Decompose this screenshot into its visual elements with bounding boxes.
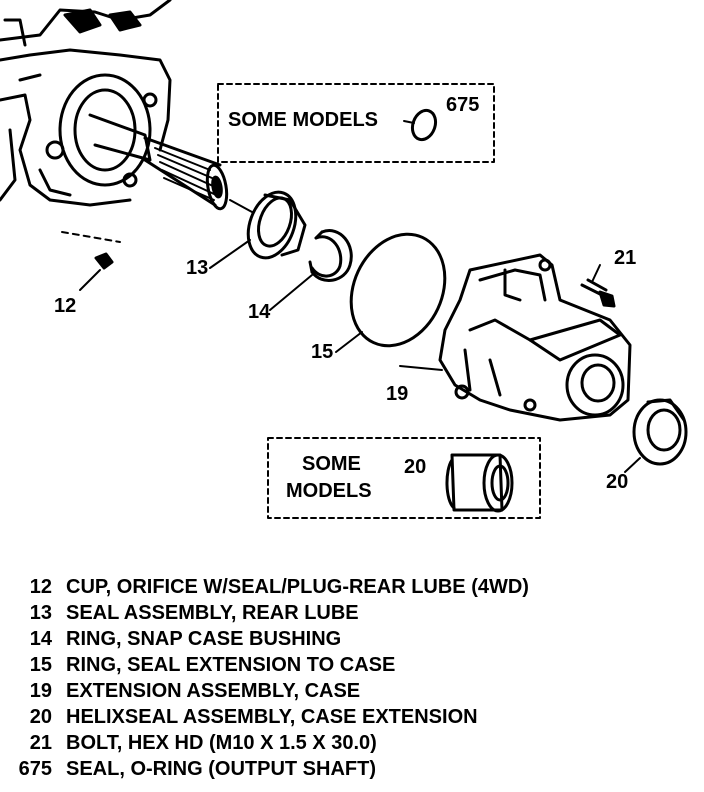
callout-20-box: 20 [404,456,426,478]
output-shaft-illustration [88,113,229,211]
callout-675: 675 [446,94,479,116]
part-12-cup-illustration [61,231,121,291]
part-675-oring-illustration [410,108,438,142]
part-20-alt-seal-illustration [445,453,514,513]
legend-number: 14 [29,628,52,650]
legend-number: 12 [29,576,52,598]
some-models-label-line2: MODELS [286,480,372,502]
legend-item: 13 SEAL ASSEMBLY, REAR LUBE [0,600,704,626]
part-15-ring-illustration [349,232,447,348]
legend-description: BOLT, HEX HD (M10 X 1.5 X 30.0) [66,732,377,754]
some-models-label-line1: SOME [302,453,361,475]
part-20-helixseal-illustration [624,398,688,473]
callout-21: 21 [614,247,636,269]
part-13-seal-illustration [229,190,307,260]
legend-item: 15 RING, SEAL EXTENSION TO CASE [0,652,704,678]
legend-number: 675 [18,758,52,780]
legend-number: 21 [29,732,52,754]
legend-item: 19 EXTENSION ASSEMBLY, CASE [0,678,704,704]
part-19-extension-housing-illustration [399,253,632,422]
callout-15: 15 [311,341,333,363]
some-models-box-675: SOME MODELS 675 [217,83,495,163]
legend-item: 675 SEAL, O-RING (OUTPUT SHAFT) [0,756,704,782]
part-21-bolt-illustration [580,264,616,308]
legend-description: HELIXSEAL ASSEMBLY, CASE EXTENSION [66,706,478,728]
legend-description: SEAL, O-RING (OUTPUT SHAFT) [66,758,376,780]
legend-item: 20 HELIXSEAL ASSEMBLY, CASE EXTENSION [0,704,704,730]
some-models-label: SOME MODELS [228,109,378,131]
callout-13: 13 [186,257,208,279]
callout-14: 14 [248,301,271,323]
legend-description: RING, SNAP CASE BUSHING [66,628,342,650]
parts-legend: 12 CUP, ORIFICE W/SEAL/PLUG-REAR LUBE (4W… [0,574,704,782]
legend-description: EXTENSION ASSEMBLY, CASE [66,680,361,702]
callout-19: 19 [386,383,408,405]
legend-description: CUP, ORIFICE W/SEAL/PLUG-REAR LUBE (4WD) [66,576,529,598]
legend-item: 21 BOLT, HEX HD (M10 X 1.5 X 30.0) [0,730,704,756]
legend-item: 14 RING, SNAP CASE BUSHING [0,626,704,652]
legend-number: 19 [29,680,52,702]
legend-description: SEAL ASSEMBLY, REAR LUBE [66,602,359,624]
transmission-case-illustration [0,0,172,207]
legend-item: 12 CUP, ORIFICE W/SEAL/PLUG-REAR LUBE (4W… [0,574,704,600]
callout-20: 20 [606,471,628,493]
legend-description: RING, SEAL EXTENSION TO CASE [66,654,396,676]
callout-12: 12 [54,295,76,317]
some-models-box-20: SOME MODELS 20 [267,437,541,519]
legend-number: 20 [29,706,52,728]
legend-number: 15 [29,654,52,676]
exploded-parts-diagram: SOME MODELS 675 SOME MODELS 20 12 13 14 … [0,0,688,519]
part-14-snap-ring-illustration [308,229,353,282]
legend-number: 13 [29,602,52,624]
